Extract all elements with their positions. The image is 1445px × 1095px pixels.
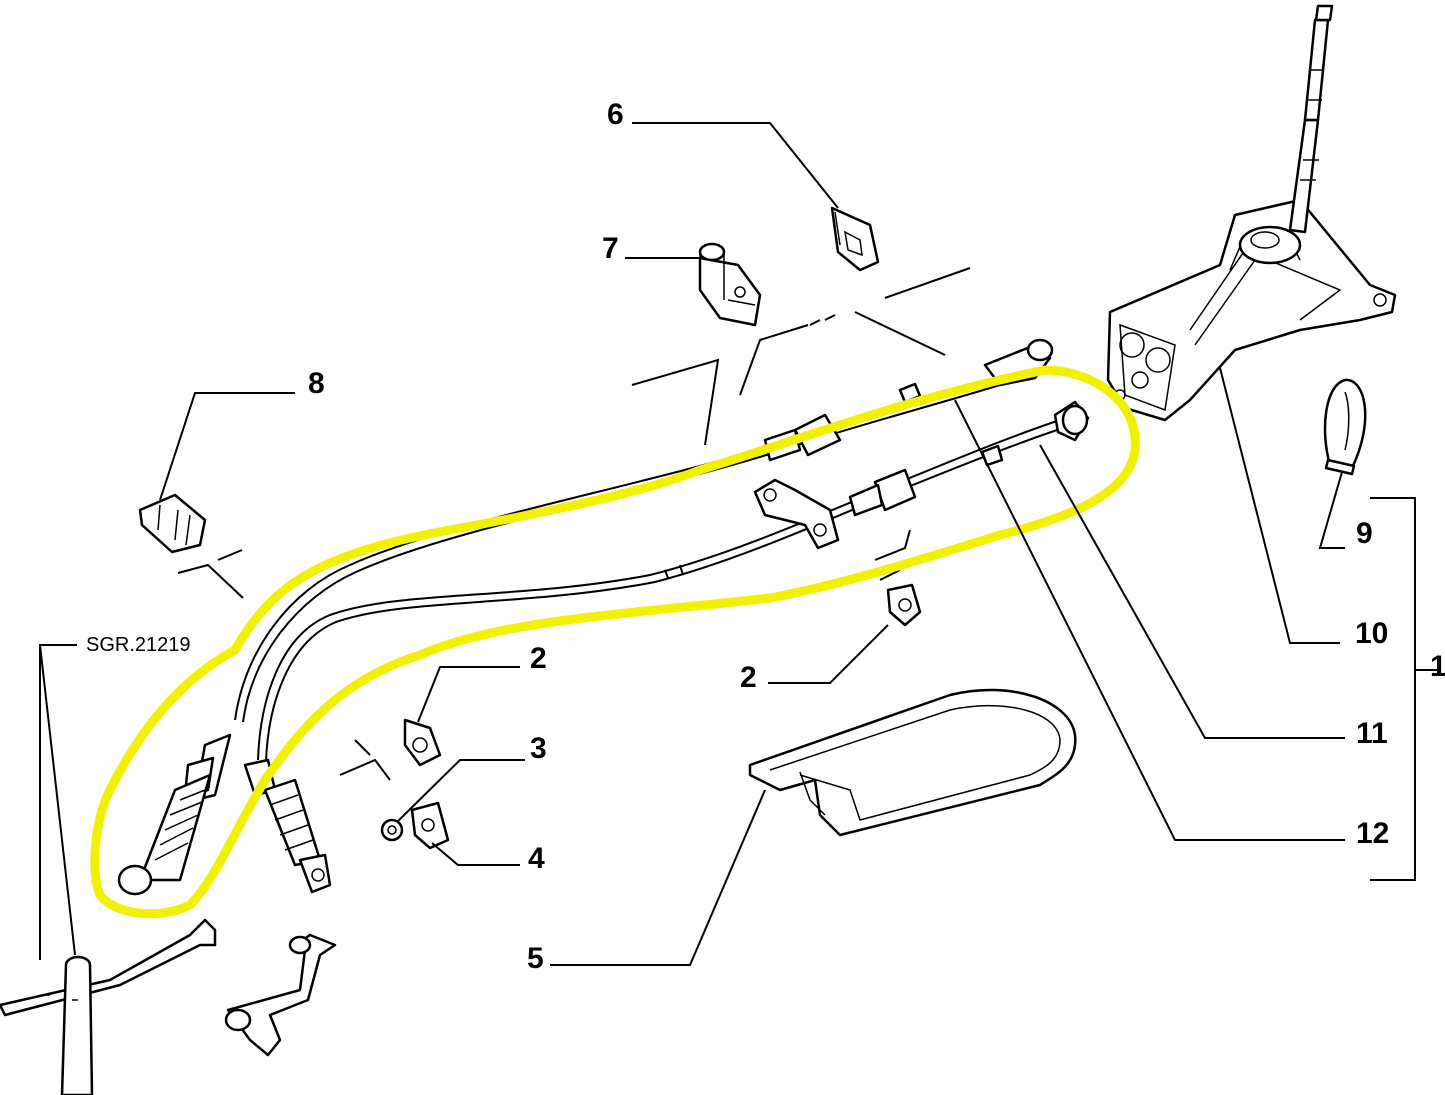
reference-code: SGR.21219 — [86, 634, 191, 656]
label-3: 3 — [530, 732, 547, 765]
label-6: 6 — [607, 98, 624, 131]
washer-3 — [380, 818, 404, 842]
cable-end-boots — [117, 733, 332, 896]
label-2-lower: 2 — [740, 661, 757, 694]
label-8: 8 — [308, 367, 325, 400]
label-5: 5 — [527, 942, 544, 975]
clip-2-left — [403, 718, 442, 767]
label-1: 1 — [1430, 650, 1445, 683]
clip-6 — [830, 206, 880, 272]
cable-highlight-outline — [90, 365, 1140, 919]
clip-4 — [410, 801, 450, 850]
leader-lines — [39, 122, 1438, 966]
label-10: 10 — [1355, 617, 1388, 650]
cover-plate-5 — [748, 688, 1077, 837]
gear-knob — [1323, 378, 1367, 476]
label-7: 7 — [602, 232, 619, 265]
clip-8 — [138, 493, 207, 554]
gear-lever-housing — [1106, 198, 1397, 422]
assembly-indication-lines — [177, 267, 971, 781]
label-2-upper: 2 — [530, 642, 547, 675]
label-4: 4 — [528, 842, 545, 875]
transmission-levers — [0, 918, 337, 1095]
holder-7 — [698, 242, 762, 327]
clip-2-right — [886, 583, 922, 627]
label-9: 9 — [1356, 517, 1373, 550]
label-12: 12 — [1356, 817, 1389, 850]
label-11: 11 — [1356, 717, 1388, 750]
gear-stick — [1288, 4, 1334, 234]
